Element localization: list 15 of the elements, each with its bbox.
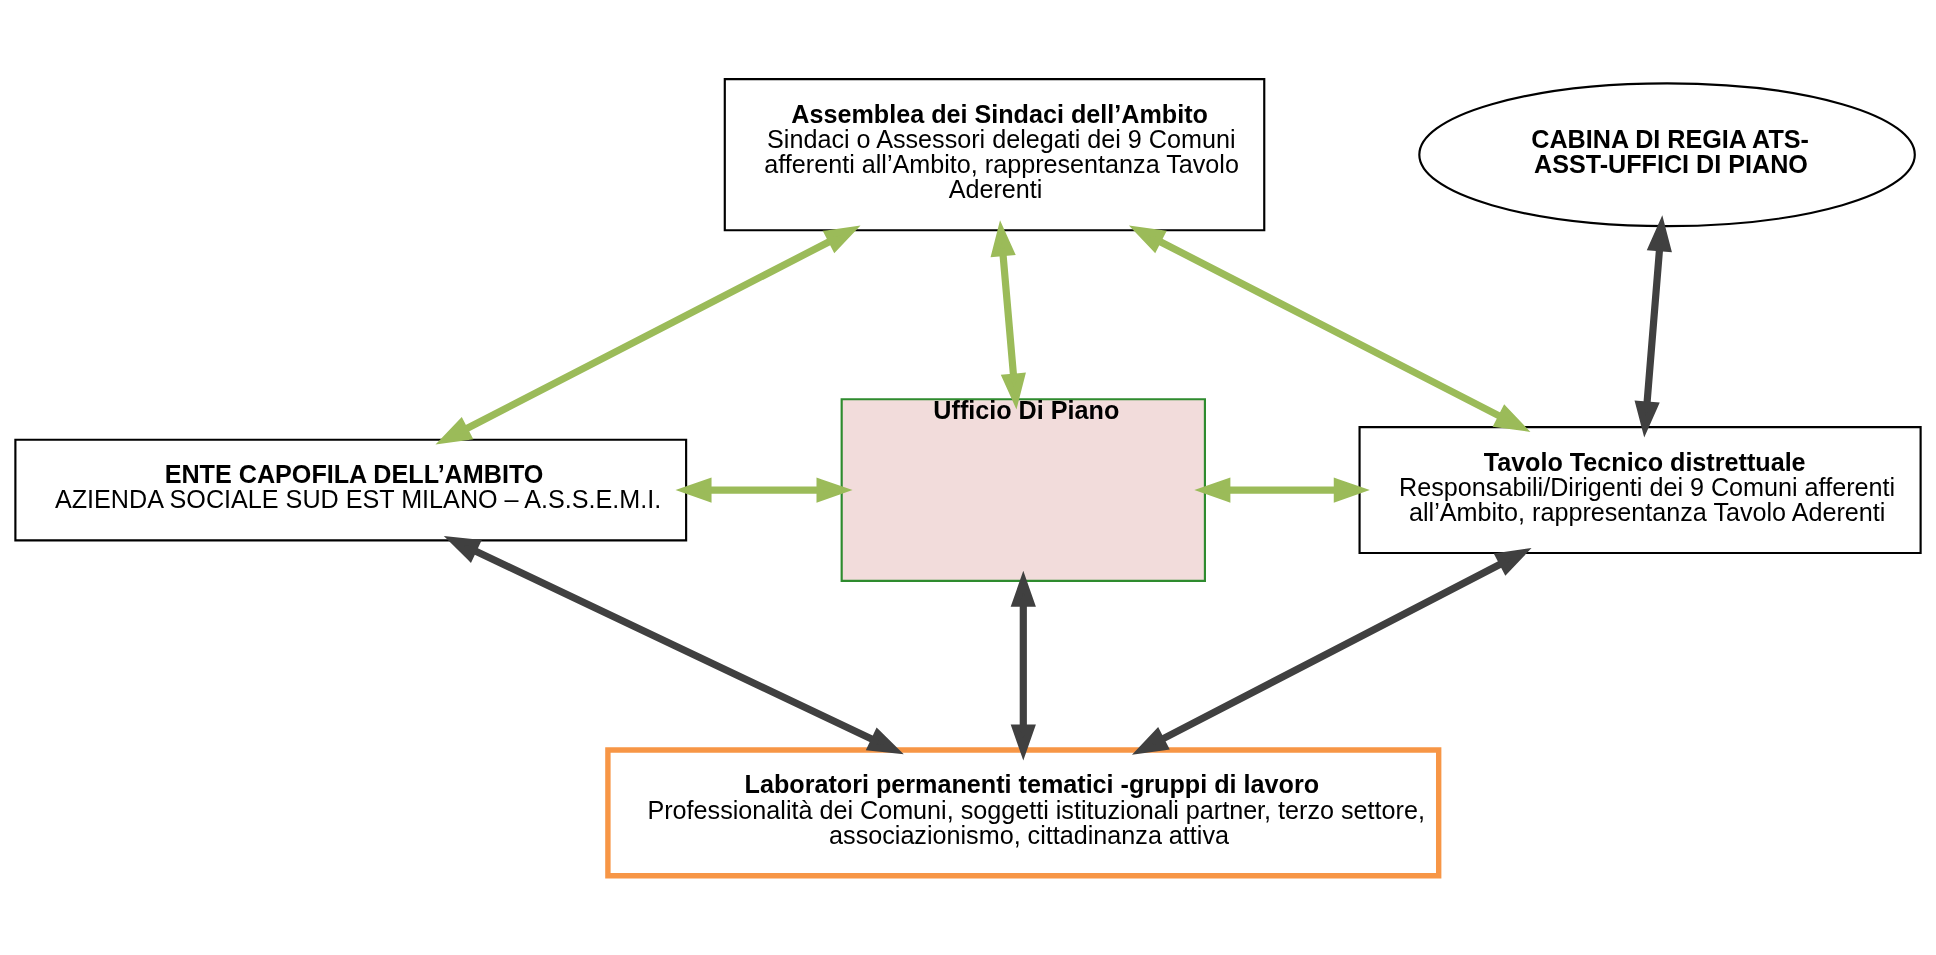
node-box: Ufficio Di Piano [840, 398, 1206, 582]
arrow [443, 536, 904, 755]
arrow [1128, 225, 1531, 432]
arrow [990, 220, 1026, 410]
node-box: Tavolo Tecnico distrettuale Responsabili/Dirigenti dei 9 Comuni afferenti all’Ambito, rappresentanza Tavolo Aderenti [1358, 426, 1922, 555]
arrow [675, 477, 853, 503]
node-box: Assemblea dei Sindaci dell’Ambito Sindaci o Assessori delegati dei 9 Comuni afferenti all’Ambito, rappresentanza Tavolo Aderenti [723, 78, 1266, 232]
node-box: Laboratori permanenti tematici -gruppi di lavoro Professionalità dei Comuni, soggetti istituzionali partner, terzo settore, associazionismo, cittadinanza attiva [605, 747, 1442, 879]
arrow [1131, 548, 1532, 755]
node-box: ENTE CAPOFILA DELL’AMBITO AZIENDA SOCIALE SUD EST MILANO – A.S.S.E.M.I. [14, 438, 688, 542]
arrow [435, 225, 861, 445]
arrow [1634, 215, 1672, 438]
node-ellipse: CABINA DI REGIA ATS-ASST-UFFICI DI PIANO [1418, 82, 1916, 228]
arrow [1010, 570, 1036, 761]
arrow [1194, 477, 1370, 503]
